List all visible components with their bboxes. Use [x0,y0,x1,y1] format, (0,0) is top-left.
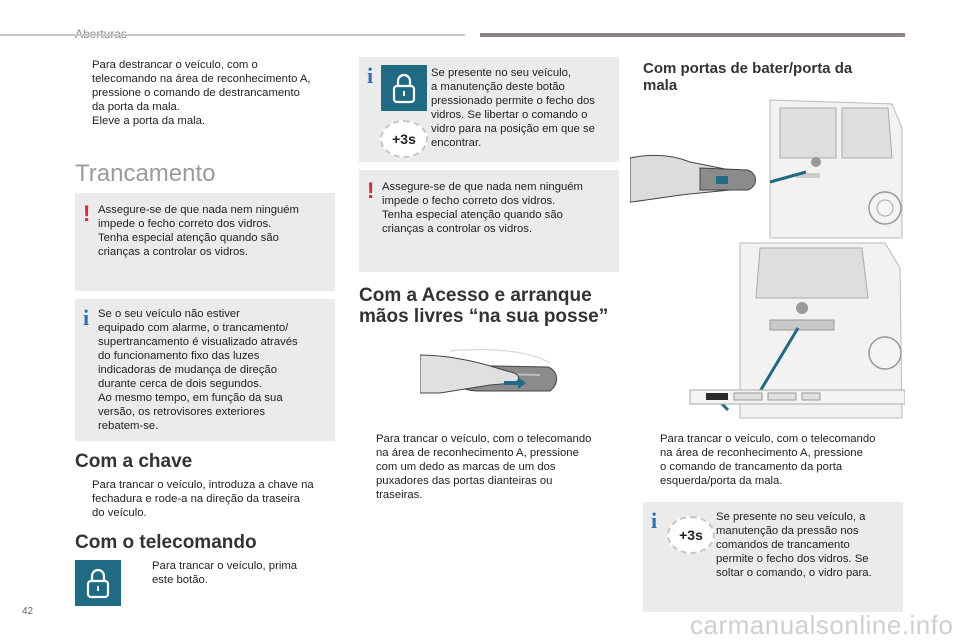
bullet-marker [359,432,368,502]
header-accent-bar [480,33,905,37]
lock-button-icon [75,560,121,606]
watermark: carmanualsonline.info [690,610,954,640]
intro-bullet-2: Eleve a porta da mala. [75,114,345,128]
com-telecomando-heading: Com o telecomando [75,532,257,553]
hold-3s-label: +3s [679,527,703,543]
hold-3s-icon: +3s [380,120,428,158]
intro-bullets: Para destrancar o veículo, com o telecom… [75,58,345,128]
text-line: pressionado permite o fecho dos [431,95,595,107]
text-line: com um dedo as marcas de um dos [376,461,556,473]
text-line: comandos de trancamento [716,539,850,551]
text-line: Se o seu veículo não estiver [98,308,240,320]
text-line: soltar o comando, o vidro para. [716,567,872,579]
van-rear-illustration [630,99,905,419]
text-line: Eleve a porta da mala. [92,115,206,127]
text-line: esquerda/porta da mala. [660,475,783,487]
info-icon: i [651,508,658,533]
text-line: do veículo. [92,507,147,519]
info-box-right: i +3s Se presente no seu veículo, a manu… [643,502,903,612]
bullet-marker [643,432,652,488]
com-chave-heading: Com a chave [75,451,193,472]
text-line: traseiras. [376,489,423,501]
warning-icon: ! [83,201,91,226]
bullet-marker [75,114,84,128]
text-line: Ao mesmo tempo, em função da sua [98,392,283,404]
text-line: equipado com alarme, o trancamento/ [98,322,289,334]
portas-bater-heading: Com portas de bater/porta da mala [643,60,852,94]
com-chave-bullet: Para trancar o veículo, introduza a chav… [75,478,345,520]
lock-button-icon [381,65,427,111]
door-handle-illustration [420,348,557,394]
text-line: Para destrancar o veículo, com o [92,59,258,71]
hold-3s-label: +3s [392,131,416,147]
text-line: Para trancar o veículo, prima [152,560,298,572]
warning-icon: ! [367,178,375,203]
heading-line: Com a Acesso e arranque [359,285,592,306]
text-line: Para trancar o veículo, introduza a chav… [92,479,314,491]
text-line: puxadores das portas dianteiras ou [376,475,553,487]
hold-3s-icon: +3s [667,516,715,554]
text-line: impede o fecho correto dos vidros. [98,218,272,230]
text-line: telecomando na área de reconhecimento A, [92,73,311,85]
text-line: crianças a controlar os vidros. [98,246,249,258]
text-line: Para trancar o veículo, com o telecomand… [376,433,592,445]
bullet-marker [75,58,84,114]
text-line: Tenha especial atenção quando são [98,232,279,244]
text-line: Se presente no seu veículo, [431,67,572,79]
info-icon: i [83,305,90,330]
text-line: Assegure-se de que nada nem ninguém [98,204,299,216]
text-line: Tenha especial atenção quando são [382,209,563,221]
text-line: o comando de trancamento da porta [660,461,843,473]
trancamento-heading: Trancamento [75,160,216,187]
text-line: impede o fecho correto dos vidros. [382,195,556,207]
com-telecomando-bullet: Para trancar o veículo, prima este botão… [135,559,335,587]
maos-livres-heading: Com a Acesso e arranque mãos livres “na … [359,285,608,327]
text-line: vidro para na posição em que se [431,123,595,135]
text-line: permite o fecho dos vidros. Se [716,553,869,565]
text-line: do funcionamento fixo das luzes [98,350,260,362]
text-line: versão, os retrovisores exteriores [98,406,266,418]
heading-line: mãos livres “na sua posse” [359,306,609,327]
text-line: a manutenção deste botão [431,81,565,93]
page-number: 42 [22,606,34,617]
text-line: da porta da mala. [92,101,180,113]
text-line: vidros. Se libertar o comando o [431,109,588,121]
warning-box-left: ! Assegure-se de que nada nem ninguém im… [75,193,335,291]
text-line: durante cerca de dois segundos. [98,378,262,390]
text-line: supertrancamento é visualizado através [98,336,298,348]
text-line: fechadura e rode-a na direção da traseir… [92,493,300,505]
text-line: rebatem-se. [98,420,159,432]
portas-bater-bullet: Para trancar o veículo, com o telecomand… [643,432,905,488]
bullet-marker [75,478,84,520]
maos-livres-bullet: Para trancar o veículo, com o telecomand… [359,432,621,502]
warning-box-middle: ! Assegure-se de que nada nem ninguém im… [359,170,619,272]
info-box-left: i Se o seu veículo não estiver equipado … [75,299,335,441]
intro-bullet-1: Para destrancar o veículo, com o telecom… [75,58,345,114]
text-line: manutenção da pressão nos [716,525,859,537]
text-line: encontrar. [431,137,482,149]
heading-line: mala [643,77,678,94]
text-line: na área de reconhecimento A, pressione [660,447,863,459]
text-line: este botão. [152,574,208,586]
info-icon: i [367,63,374,88]
text-line: indicadoras de mudança de direção [98,364,277,376]
text-line: crianças a controlar os vidros. [382,223,533,235]
bullet-marker [135,559,144,587]
text-line: na área de reconhecimento A, pressione [376,447,579,459]
text-line: Assegure-se de que nada nem ninguém [382,181,583,193]
heading-line: Com portas de bater/porta da [643,60,853,77]
text-line: Para trancar o veículo, com o telecomand… [660,433,876,445]
header-rule [0,34,465,36]
info-box-middle: i +3s Se presente no seu veículo, a manu… [359,57,619,162]
text-line: Se presente no seu veículo, a [716,511,866,523]
text-line: pressione o comando de destrancamento [92,87,300,99]
